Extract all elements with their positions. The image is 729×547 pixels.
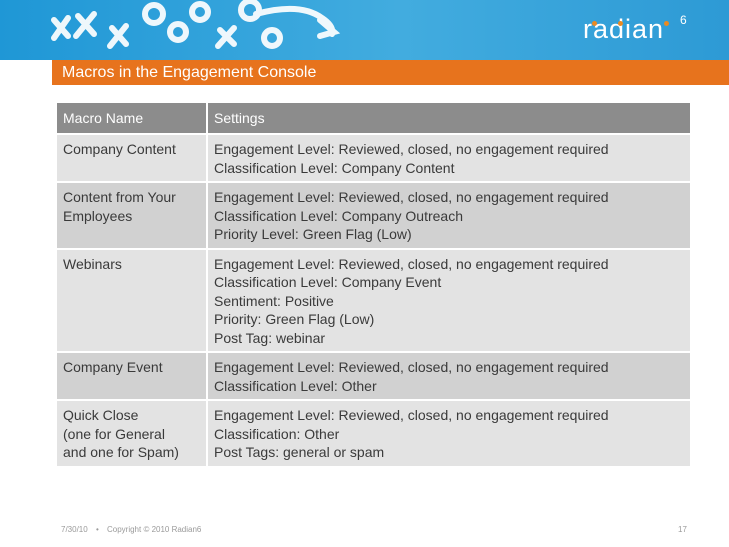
setting-line: Engagement Level: Reviewed, closed, no e… [214, 141, 609, 157]
settings-cell: Engagement Level: Reviewed, closed, no e… [207, 182, 692, 250]
macro-name-line: (one for General [63, 425, 165, 442]
macro-name-cell: Company Event [57, 352, 208, 401]
setting-line: Post Tags: general or spam [214, 444, 385, 460]
title-bar [52, 60, 729, 85]
setting-line: Priority Level: Green Flag (Low) [214, 226, 412, 242]
setting-line: Engagement Level: Reviewed, closed, no e… [214, 255, 609, 272]
macro-name-cell: Webinars [57, 248, 208, 353]
logo-dot-icon [664, 21, 669, 26]
table-row: Webinars Engagement Level: Reviewed, clos… [57, 248, 692, 353]
column-header-settings: Settings [207, 103, 692, 135]
setting-line: Classification: Other [214, 425, 340, 442]
setting-line: Classification Level: Company Event [214, 274, 442, 290]
play-diagram-doodle-icon [51, 0, 341, 49]
setting-line: Engagement Level: Reviewed, closed, no e… [214, 359, 609, 375]
macro-name-line: and one for Spam) [63, 444, 179, 460]
setting-line: Sentiment: Positive [214, 292, 334, 309]
setting-line: Priority: Green Flag (Low) [214, 311, 375, 327]
macro-name-line: Quick Close [63, 407, 139, 423]
logo-number: 6 [680, 13, 687, 27]
setting-line: Classification Level: Company Content [214, 159, 455, 176]
slide-header: radian 6 [0, 0, 729, 60]
page-number: 17 [678, 525, 687, 534]
macro-name-line: Content from Your [63, 189, 176, 205]
table-header-row: Macro Name Settings [57, 103, 692, 135]
footer-copyright: Copyright © 2010 Radian6 [106, 525, 202, 534]
logo-dot-icon [618, 21, 623, 26]
table-row: Company Content Engagement Level: Reviewe… [57, 134, 692, 183]
setting-line: Classification Level: Other [214, 377, 377, 394]
setting-line: Classification Level: Company Outreach [214, 207, 464, 224]
footer: 7/30/10 • Copyright © 2010 Radian6 [61, 525, 207, 534]
column-header-macro-name: Macro Name [57, 103, 208, 135]
macro-name-line: Company Event [63, 359, 163, 375]
settings-cell: Engagement Level: Reviewed, closed, no e… [207, 352, 692, 401]
settings-cell: Engagement Level: Reviewed, closed, no e… [207, 134, 692, 183]
radian6-logo: radian [583, 14, 664, 45]
setting-line: Engagement Level: Reviewed, closed, no e… [214, 407, 609, 423]
table-row: Quick Close (one for General and one for S… [57, 400, 692, 468]
setting-line: Post Tag: webinar [214, 329, 326, 346]
settings-cell: Engagement Level: Reviewed, closed, no e… [207, 400, 692, 468]
slide-title: Macros in the Engagement Console [62, 64, 317, 81]
macro-name-line: Webinars [63, 255, 122, 272]
table-row: Company Event Engagement Level: Reviewed,… [57, 352, 692, 401]
macro-name-cell: Quick Close (one for General and one for S… [57, 400, 208, 468]
footer-date: 7/30/10 [61, 525, 88, 534]
macro-name-line: Employees [63, 207, 133, 224]
logo-dot-icon [592, 21, 597, 26]
logo-text: radian [583, 14, 665, 44]
settings-cell: Engagement Level: Reviewed, closed, no e… [207, 248, 692, 353]
macro-name-cell: Company Content [57, 134, 208, 183]
setting-line: Engagement Level: Reviewed, closed, no e… [214, 189, 609, 205]
footer-separator: • [95, 525, 99, 534]
macro-name-line: Company Content [63, 141, 176, 157]
